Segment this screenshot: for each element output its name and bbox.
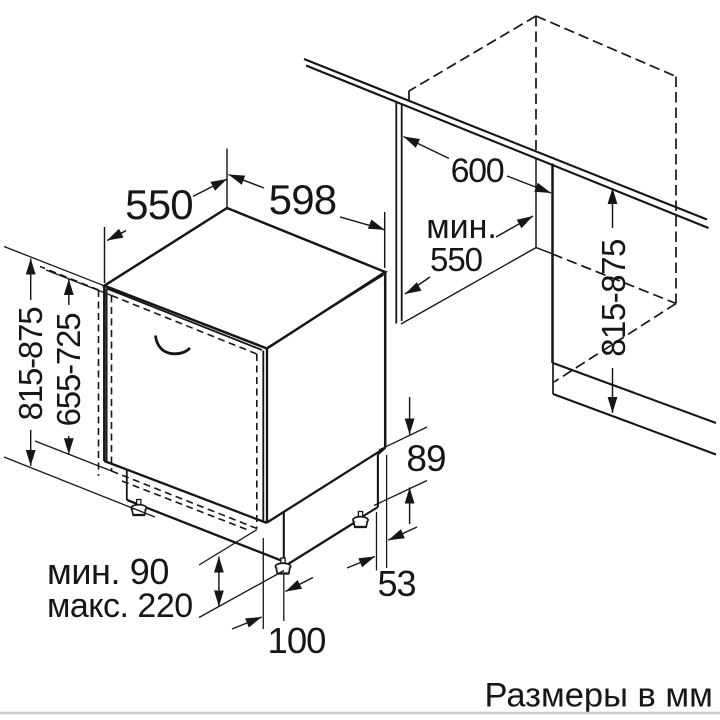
svg-text:Размеры в мм: Размеры в мм	[485, 677, 713, 715]
svg-text:815-875: 815-875	[12, 308, 49, 421]
svg-text:89: 89	[406, 438, 445, 479]
svg-text:655-725: 655-725	[50, 314, 87, 427]
svg-text:598: 598	[269, 176, 337, 223]
svg-text:53: 53	[377, 563, 415, 604]
svg-text:550: 550	[125, 181, 193, 228]
svg-text:600: 600	[451, 152, 504, 190]
svg-text:мин. 90: мин. 90	[47, 551, 169, 592]
svg-text:100: 100	[268, 620, 326, 661]
svg-text:550: 550	[430, 241, 483, 278]
svg-text:815-875: 815-875	[595, 239, 632, 357]
svg-text:макс. 220: макс. 220	[47, 587, 193, 625]
svg-text:мин.: мин.	[426, 208, 497, 246]
